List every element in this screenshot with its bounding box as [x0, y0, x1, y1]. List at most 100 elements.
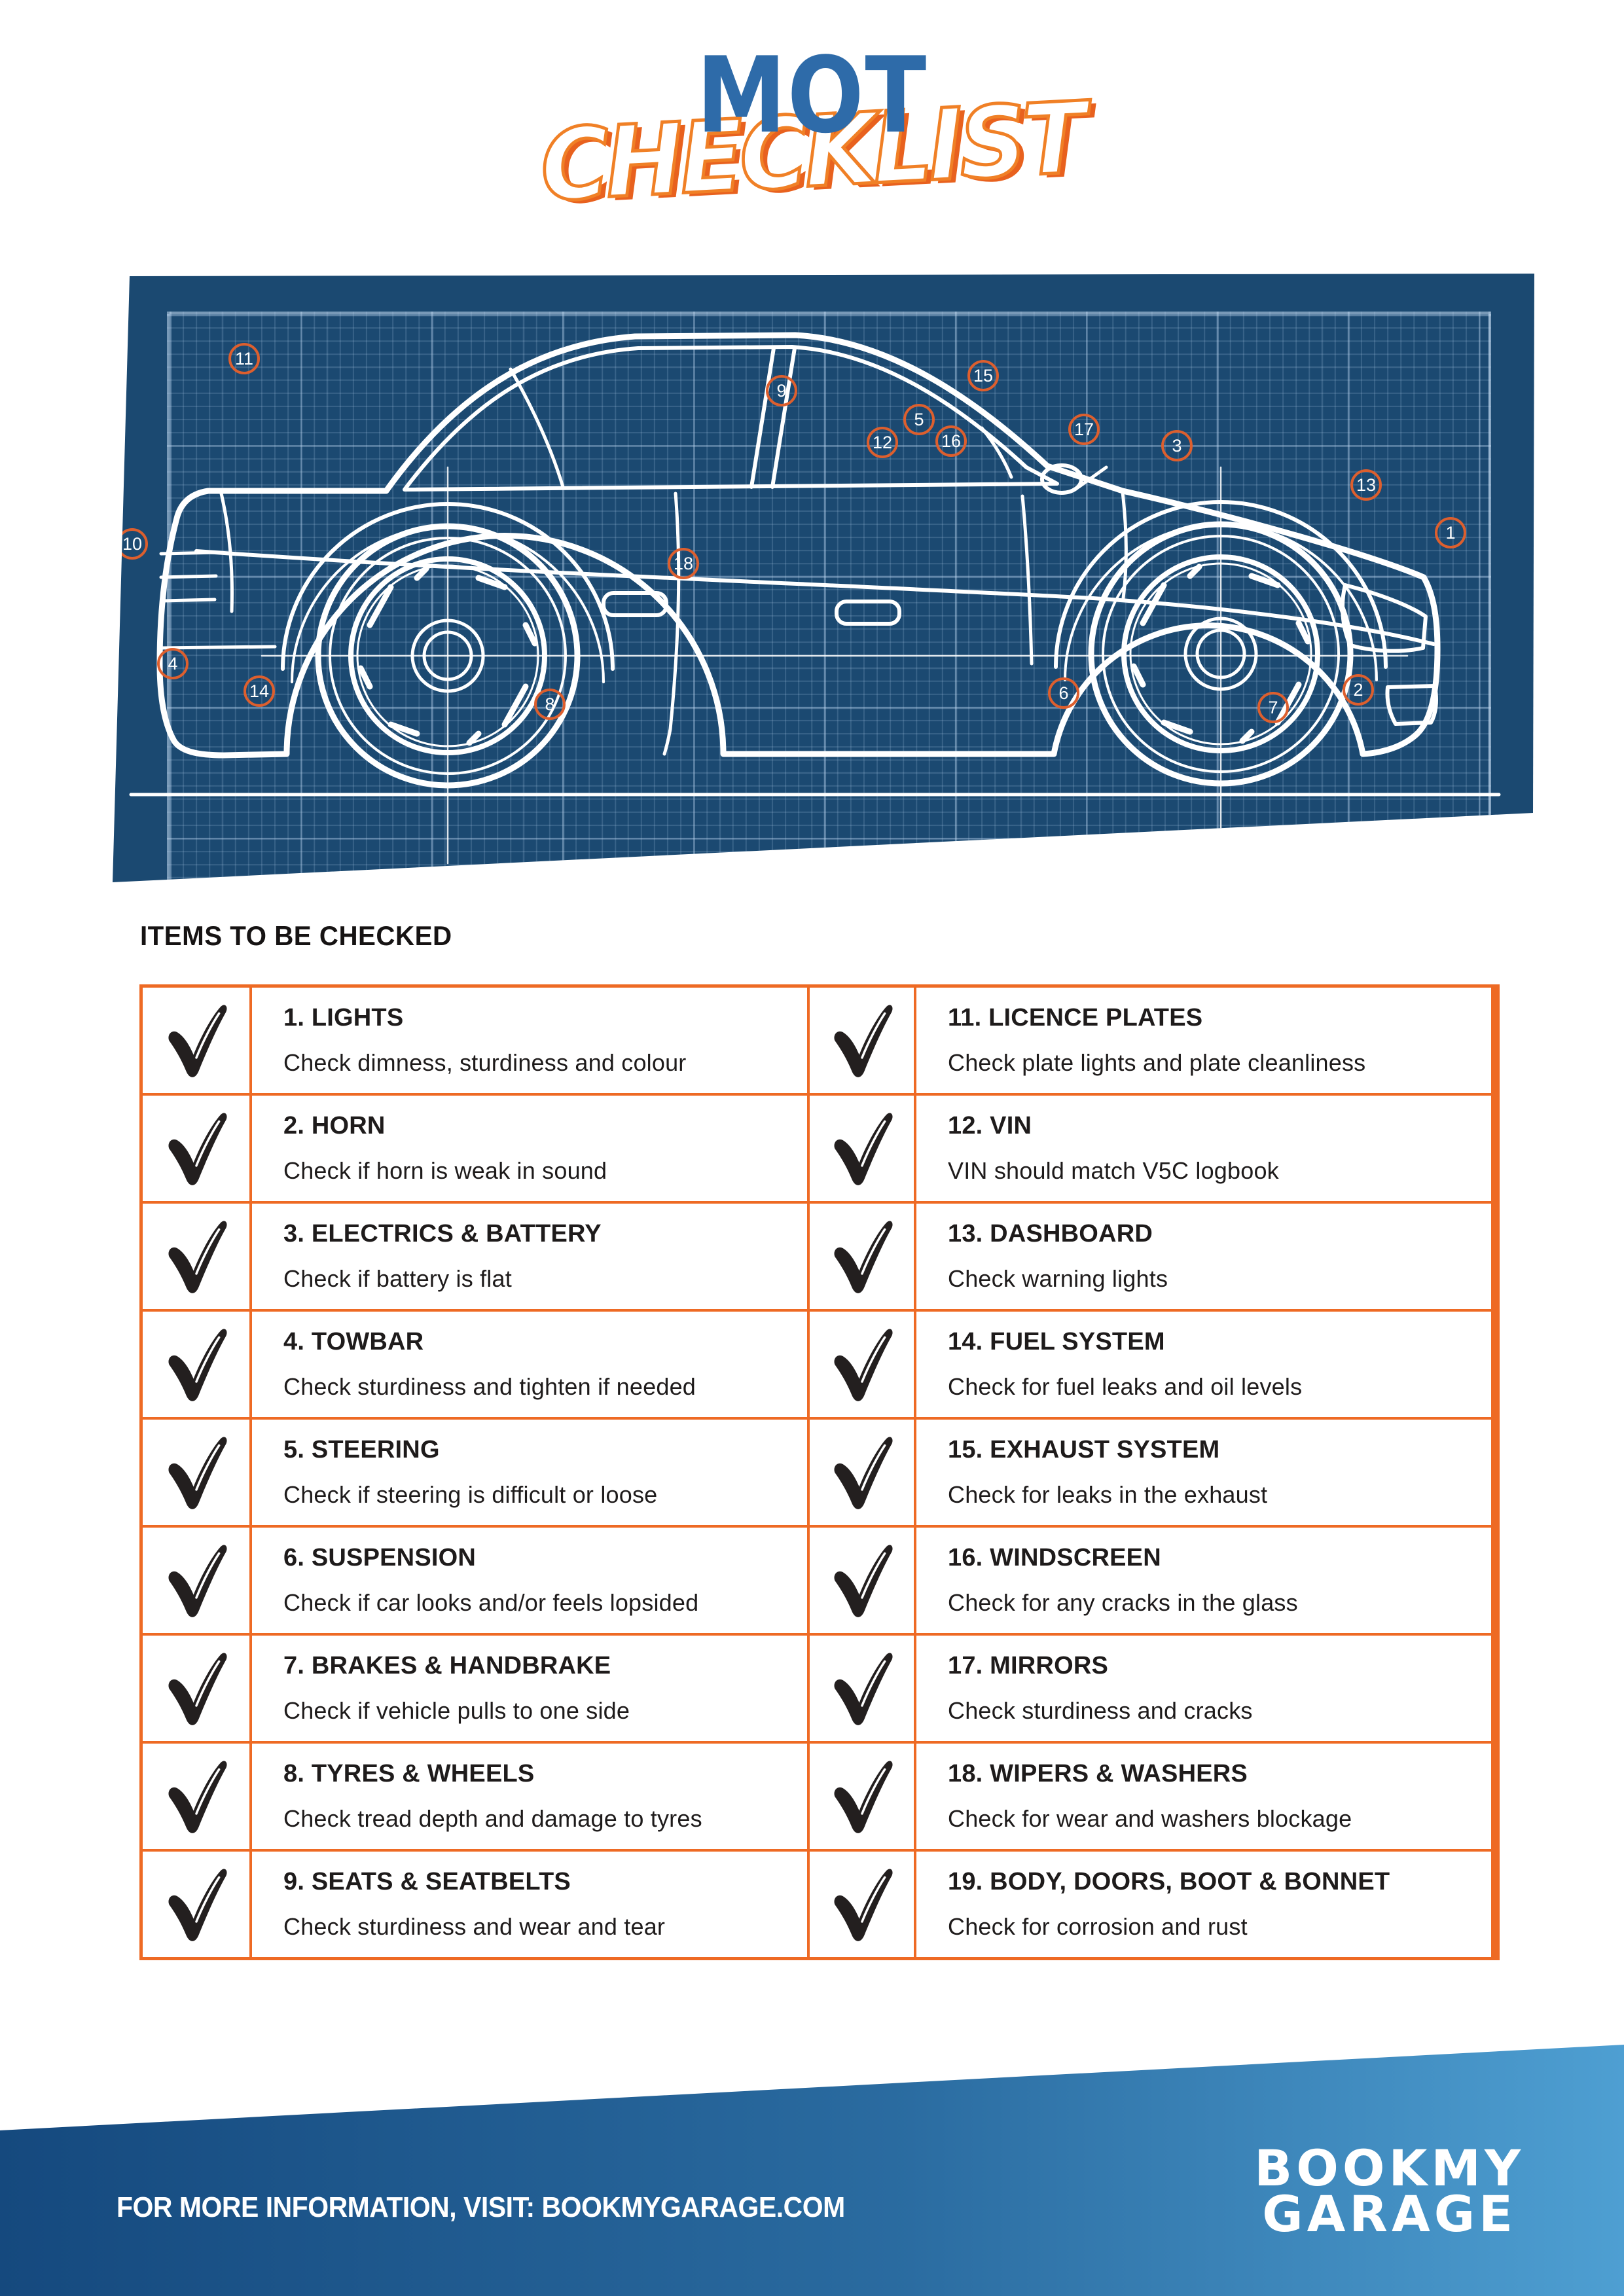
item-title: 4. TOWBAR: [283, 1328, 424, 1355]
checkmark-icon: [833, 1869, 893, 1941]
footer: FOR MORE INFORMATION, VISIT: BOOKMYGARAG…: [0, 2045, 1624, 2296]
checklist-item: 8. TYRES & WHEELS Check tread depth and d…: [252, 1744, 807, 1849]
item-desc: Check sturdiness and wear and tear: [283, 1913, 666, 1940]
marker-label: 9: [776, 381, 786, 401]
item-title: 19. BODY, DOORS, BOOT & BONNET: [948, 1868, 1390, 1895]
item-desc: Check for corrosion and rust: [948, 1913, 1248, 1940]
item-desc: Check for fuel leaks and oil levels: [948, 1373, 1303, 1400]
item-desc: Check warning lights: [948, 1265, 1168, 1292]
item-title: 18. WIPERS & WASHERS: [948, 1760, 1248, 1787]
item-title: 2. HORN: [283, 1112, 386, 1139]
logo-line1: BOOKMY: [1254, 2139, 1525, 2197]
item-desc: Check dimness, sturdiness and colour: [283, 1049, 687, 1076]
bookmygarage-logo: BOOKMY GARAGE: [1254, 2139, 1525, 2243]
marker-label: 12: [873, 433, 892, 452]
check-cell: [143, 988, 249, 1093]
item-desc: Check sturdiness and tighten if needed: [283, 1373, 696, 1400]
checklist-item: 16. WINDSCREEN Check for any cracks in th…: [916, 1528, 1491, 1633]
marker-label: 8: [545, 694, 554, 714]
checkmark-icon: [168, 1329, 227, 1401]
item-title: 13. DASHBOARD: [948, 1220, 1153, 1247]
checkmark-icon: [833, 1329, 893, 1401]
marker-label: 2: [1353, 680, 1363, 700]
item-title: 16. WINDSCREEN: [948, 1544, 1161, 1571]
marker-label: 7: [1268, 698, 1278, 717]
item-desc: Check plate lights and plate cleanliness: [948, 1049, 1366, 1076]
marker-label: 14: [249, 681, 269, 701]
blueprint-grid: [167, 312, 1491, 882]
page-title: MOT: [696, 34, 928, 156]
item-desc: Check if vehicle pulls to one side: [283, 1697, 630, 1724]
item-title: 7. BRAKES & HANDBRAKE: [283, 1652, 611, 1679]
footer-info-text: FOR MORE INFORMATION, VISIT: BOOKMYGARAG…: [117, 2191, 845, 2223]
item-desc: Check for leaks in the exhaust: [948, 1481, 1268, 1508]
checkmark-icon: [168, 1869, 227, 1941]
checkmark-icon: [168, 1437, 227, 1509]
checkmark-icon: [833, 1113, 893, 1185]
marker-label: 10: [122, 534, 142, 554]
item-title: 11. LICENCE PLATES: [948, 1004, 1203, 1031]
item-title: 15. EXHAUST SYSTEM: [948, 1436, 1220, 1463]
checkmark-icon: [833, 1761, 893, 1833]
marker-label: 4: [168, 654, 177, 673]
item-desc: Check for any cracks in the glass: [948, 1589, 1298, 1616]
logo-line2: GARAGE: [1262, 2184, 1517, 2243]
marker-label: 1: [1445, 523, 1455, 543]
check-cell: [810, 1420, 914, 1525]
marker-label: 17: [1074, 420, 1094, 439]
checkmark-icon: [168, 1005, 227, 1077]
item-title: 17. MIRRORS: [948, 1652, 1109, 1679]
checklist-item: 15. EXHAUST SYSTEM Check for leaks in the…: [916, 1420, 1491, 1525]
checklist-item: 7. BRAKES & HANDBRAKE Check if vehicle pu…: [252, 1636, 807, 1741]
item-desc: VIN should match V5C logbook: [948, 1157, 1279, 1184]
item-desc: Check if car looks and/or feels lopsided: [283, 1589, 699, 1616]
checkmark-icon: [833, 1437, 893, 1509]
check-cell: [810, 1204, 914, 1309]
check-cell: [143, 1204, 249, 1309]
item-desc: Check tread depth and damage to tyres: [283, 1805, 702, 1832]
checklist-item: 6. SUSPENSION Check if car looks and/or f…: [252, 1528, 807, 1633]
marker-label: 6: [1058, 683, 1068, 703]
checkmark-icon: [168, 1221, 227, 1293]
check-cell: [810, 1852, 914, 1957]
item-desc: Check if steering is difficult or loose: [283, 1481, 658, 1508]
checkmark-icon: [833, 1653, 893, 1725]
checklist-item: 11. LICENCE PLATES Check plate lights and…: [916, 988, 1491, 1093]
checkmark-icon: [833, 1221, 893, 1293]
item-title: 6. SUSPENSION: [283, 1544, 477, 1571]
header: MOT CHECKLIST CHECKLIST: [0, 0, 1624, 262]
marker-label: 3: [1172, 436, 1182, 456]
item-desc: Check for wear and washers blockage: [948, 1805, 1352, 1832]
check-cell: [810, 1636, 914, 1741]
check-cell: [810, 988, 914, 1093]
checkmark-icon: [168, 1761, 227, 1833]
blueprint-markers: 1 2 3 4 5 6 7 8 9 10 11 12 13 14 15 16 1…: [117, 343, 1466, 723]
check-cell: [143, 1744, 249, 1849]
check-cell: [143, 1420, 249, 1525]
checkmark-icon: [168, 1545, 227, 1617]
item-title: 3. ELECTRICS & BATTERY: [283, 1220, 602, 1247]
marker-label: 16: [941, 431, 961, 451]
item-desc: Check sturdiness and cracks: [948, 1697, 1253, 1724]
checklist-item: 13. DASHBOARD Check warning lights: [916, 1204, 1491, 1309]
checklist-item: 17. MIRRORS Check sturdiness and cracks: [916, 1636, 1491, 1741]
checklist-item: 18. WIPERS & WASHERS Check for wear and w…: [916, 1744, 1491, 1849]
item-title: 8. TYRES & WHEELS: [283, 1760, 535, 1787]
car-diagram-icon: 1 2 3 4 5 6 7 8 9 10 11 12 13 14 15 16 1…: [117, 332, 1501, 865]
checkmark-icon: [833, 1545, 893, 1617]
item-title: 14. FUEL SYSTEM: [948, 1328, 1165, 1355]
checklist-item: 14. FUEL SYSTEM Check for fuel leaks and …: [916, 1312, 1491, 1417]
check-cell: [143, 1852, 249, 1957]
checkmark-icon: [168, 1653, 227, 1725]
check-cell: [143, 1528, 249, 1633]
check-cell: [810, 1096, 914, 1201]
check-cell: [143, 1312, 249, 1417]
checklist-heading: ITEMS TO BE CHECKED: [140, 920, 452, 951]
checklist-item: 19. BODY, DOORS, BOOT & BONNET Check for …: [916, 1852, 1491, 1957]
check-cell: [810, 1528, 914, 1633]
check-cell: [810, 1744, 914, 1849]
